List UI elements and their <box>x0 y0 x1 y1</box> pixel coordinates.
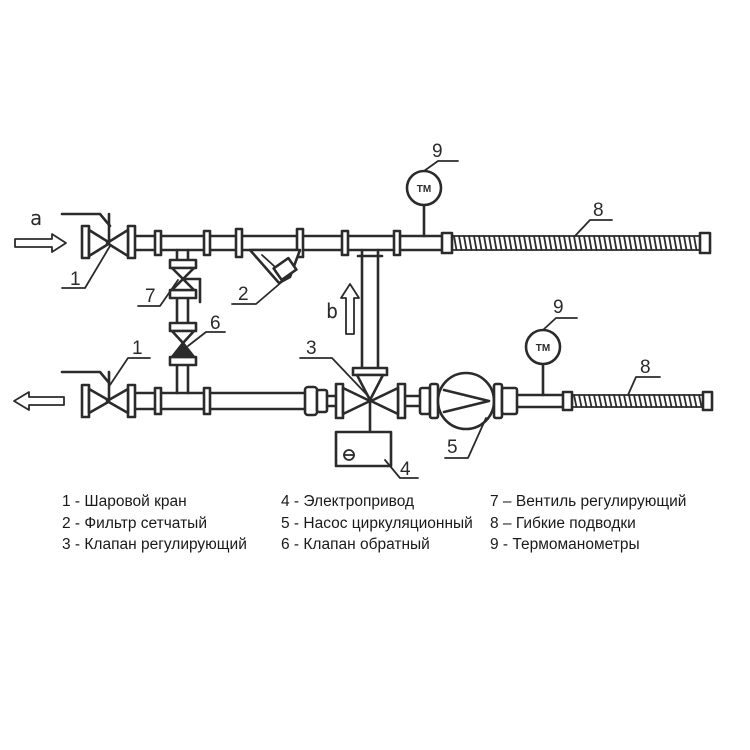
callout-9-supply: 9 <box>423 141 459 172</box>
svg-text:9: 9 <box>432 141 443 162</box>
svg-text:7: 7 <box>145 286 156 307</box>
callout-1-return: 1 <box>109 338 151 386</box>
thermomanometer-return: ТМ <box>524 328 562 397</box>
flow-label-a: a <box>30 206 42 230</box>
callout-7: 7 <box>137 279 179 307</box>
return-line <box>133 386 572 416</box>
actuator <box>334 430 393 468</box>
legend-item: 6 - Клапан обратный <box>281 536 430 553</box>
svg-text:3: 3 <box>306 338 317 359</box>
balancing-valve <box>168 258 202 304</box>
callout-1-supply: 1 <box>61 245 111 290</box>
svg-text:1: 1 <box>70 269 81 290</box>
callout-8-return: 8 <box>627 357 661 396</box>
svg-text:9: 9 <box>553 297 564 318</box>
legend-column-1: 1 - Шаровой кран 2 - Фильтр сетчатый 3 -… <box>62 491 247 556</box>
gauge-label: ТМ <box>417 184 431 195</box>
ball-valve-supply <box>60 212 137 260</box>
supply-line <box>133 227 444 259</box>
legend-item: 1 - Шаровой кран <box>62 493 187 510</box>
bypass-pipe <box>356 248 384 370</box>
callout-6: 6 <box>187 313 226 347</box>
callout-2: 2 <box>231 279 285 305</box>
union-fitting-pump-left <box>418 382 440 420</box>
legend-item: 3 - Клапан регулирующий <box>62 536 247 553</box>
legend-item: 2 - Фильтр сетчатый <box>62 514 207 532</box>
svg-text:6: 6 <box>210 313 221 334</box>
control-valve <box>334 366 407 434</box>
bypass-flow-arrow: b <box>326 283 360 335</box>
legend-item: 4 - Электропривод <box>281 493 415 510</box>
callout-9-return: 9 <box>542 297 578 331</box>
svg-text:8: 8 <box>640 357 651 378</box>
union-fitting-pump-right <box>492 382 519 420</box>
svg-text:2: 2 <box>238 284 249 305</box>
branch-pipe <box>175 248 190 395</box>
svg-text:1: 1 <box>132 338 143 359</box>
legend-column-2: 4 - Электропривод 5 - Насос циркуляционн… <box>281 491 473 556</box>
callout-5: 5 <box>444 417 487 459</box>
ball-valve-return <box>60 370 137 419</box>
flex-hose-return <box>561 390 714 412</box>
callout-3: 3 <box>299 338 371 399</box>
supply-inlet-arrow: a <box>14 206 67 253</box>
svg-text:8: 8 <box>593 200 604 221</box>
strainer <box>248 248 302 285</box>
legend-item: 9 - Термоманометры <box>490 536 640 553</box>
callout-8-supply: 8 <box>574 200 613 237</box>
svg-text:4: 4 <box>400 459 411 480</box>
return-outlet-arrow <box>13 391 65 411</box>
check-valve <box>168 321 198 367</box>
legend-item: 5 - Насос циркуляционный <box>281 514 473 532</box>
legend-item: 7 – Вентиль регулирующий <box>490 493 687 510</box>
gauge-label: ТМ <box>536 343 550 354</box>
flow-label-b: b <box>326 299 338 323</box>
thermomanometer-supply: ТМ <box>405 169 443 238</box>
callout-4: 4 <box>384 459 419 480</box>
union-fitting-left <box>303 385 338 417</box>
svg-text:5: 5 <box>447 437 458 458</box>
legend-item: 8 – Гибкие подводки <box>490 514 636 532</box>
legend-column-3: 7 – Вентиль регулирующий 8 – Гибкие подв… <box>490 491 686 556</box>
